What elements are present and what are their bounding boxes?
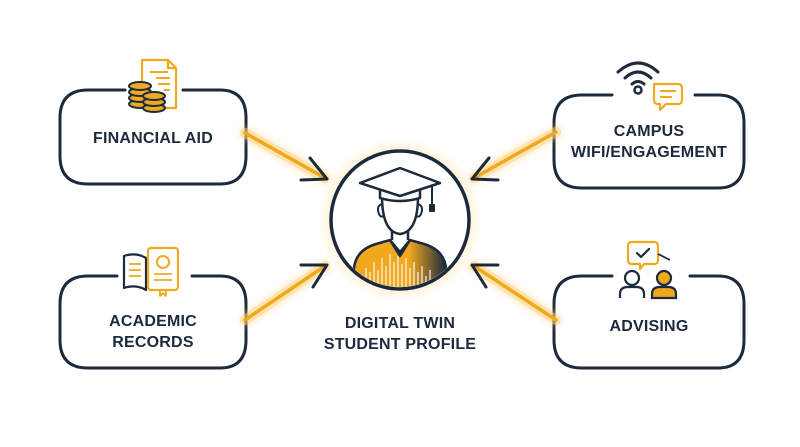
node-label-campus-wifi-line2: WIFI/ENGAGEMENT <box>571 144 727 161</box>
node-box-advising <box>552 274 746 370</box>
node-box-campus-wifi <box>552 93 746 190</box>
node-label-advising: ADVISING <box>609 318 689 335</box>
book-certificate-icon <box>122 246 180 297</box>
center-label-line2: STUDENT PROFILE <box>323 336 477 353</box>
node-label-academic-records: ACADEMIC RECORDS <box>60 311 246 353</box>
node-label-financial-aid: FINANCIAL AID <box>93 130 213 147</box>
advisor-conversation-icon <box>618 240 678 300</box>
node-label-academic-records-line2: RECORDS <box>112 334 194 351</box>
arrow-financial-aid <box>240 128 330 183</box>
node-box-academic-records <box>58 274 248 370</box>
node-label-campus-wifi: CAMPUS WIFI/ENGAGEMENT <box>554 121 744 163</box>
node-label-academic-records-line1: ACADEMIC <box>109 313 197 330</box>
coins-document-icon <box>128 58 178 113</box>
node-label-campus-wifi-line1: CAMPUS <box>613 123 685 140</box>
node-box-financial-aid <box>58 88 248 186</box>
arrow-academic-records <box>240 261 330 325</box>
center-label: DIGITAL TWIN STUDENT PROFILE <box>300 313 500 355</box>
center-label-line1: DIGITAL TWIN <box>344 315 456 332</box>
center-node <box>318 138 482 302</box>
wifi-chat-icon <box>616 61 684 112</box>
graduate-avatar-icon <box>352 166 448 287</box>
arrow-advising <box>469 261 561 325</box>
arrow-campus-wifi <box>469 127 561 183</box>
